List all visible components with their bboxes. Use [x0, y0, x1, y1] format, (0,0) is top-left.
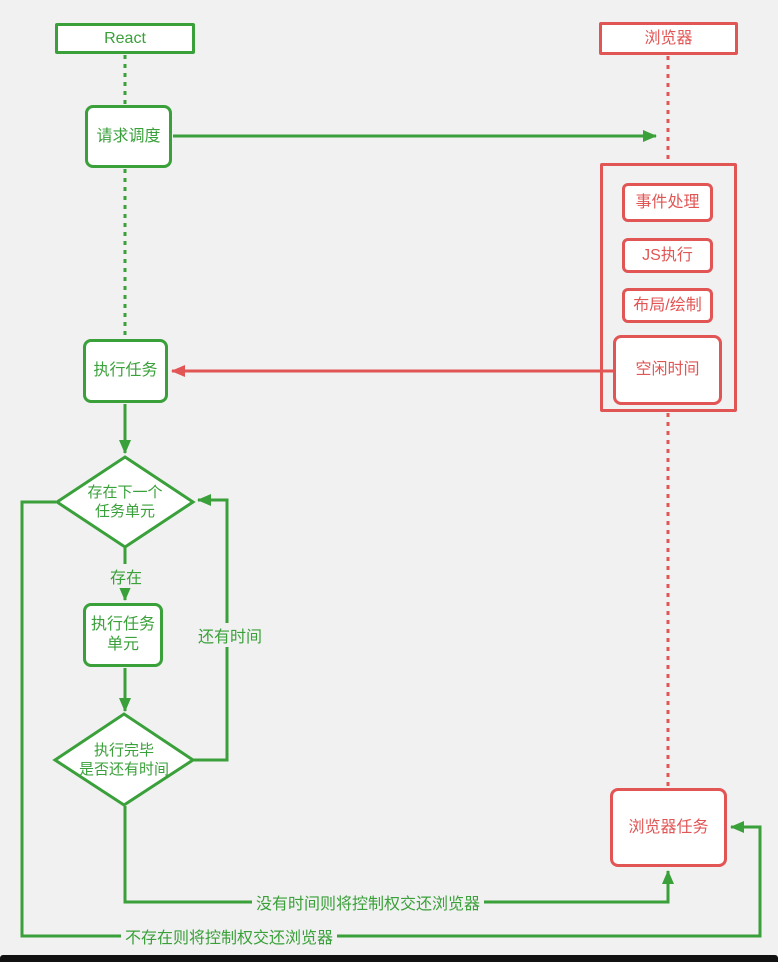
node-layout-paint-label: 布局/绘制: [633, 296, 702, 314]
node-idle-time-label: 空闲时间: [635, 361, 700, 378]
edge-not-exists-to-browser-task: [20, 500, 762, 938]
node-perform-task-label: 执行任务: [93, 362, 158, 379]
decision-has-next-unit: [54, 455, 196, 549]
node-request-schedule-label: 请求调度: [96, 127, 161, 145]
node-idle-time: 空闲时间: [613, 335, 722, 405]
edge-label-exists: 存在: [105, 564, 147, 588]
node-browser-task-label: 浏览器任务: [628, 818, 709, 836]
react-header: React: [55, 23, 195, 54]
node-layout-paint: 布局/绘制: [622, 288, 713, 323]
node-perform-unit-line1: 执行任务: [90, 616, 155, 633]
node-perform-unit: 执行任务 单元: [83, 603, 163, 667]
edge-label-no-time: 没有时间则将控制权交还浏览器: [251, 890, 485, 914]
node-request-schedule: 请求调度: [85, 105, 172, 168]
edge-label-time-left: 还有时间: [193, 623, 267, 647]
node-event-handling: 事件处理: [622, 183, 713, 222]
edge-label-not-exists: 不存在则将控制权交还浏览器: [120, 924, 338, 948]
browser-header-label: 浏览器: [644, 29, 693, 47]
node-perform-unit-label: 执行任务 单元: [91, 615, 155, 655]
node-perform-task: 执行任务: [83, 339, 168, 403]
bottom-dark-bar: [0, 955, 778, 962]
node-js-execution: JS执行: [622, 238, 713, 273]
react-header-label: React: [104, 29, 146, 47]
browser-header: 浏览器: [599, 22, 738, 55]
edge-no-time-to-browser-task: [123, 806, 674, 904]
decision-done-check: [52, 712, 196, 807]
node-browser-task: 浏览器任务: [610, 788, 727, 867]
node-perform-unit-line2: 单元: [106, 636, 139, 653]
browser-activity-frame: [600, 163, 737, 412]
node-event-handling-label: 事件处理: [635, 193, 700, 211]
node-js-execution-label: JS执行: [642, 246, 693, 264]
